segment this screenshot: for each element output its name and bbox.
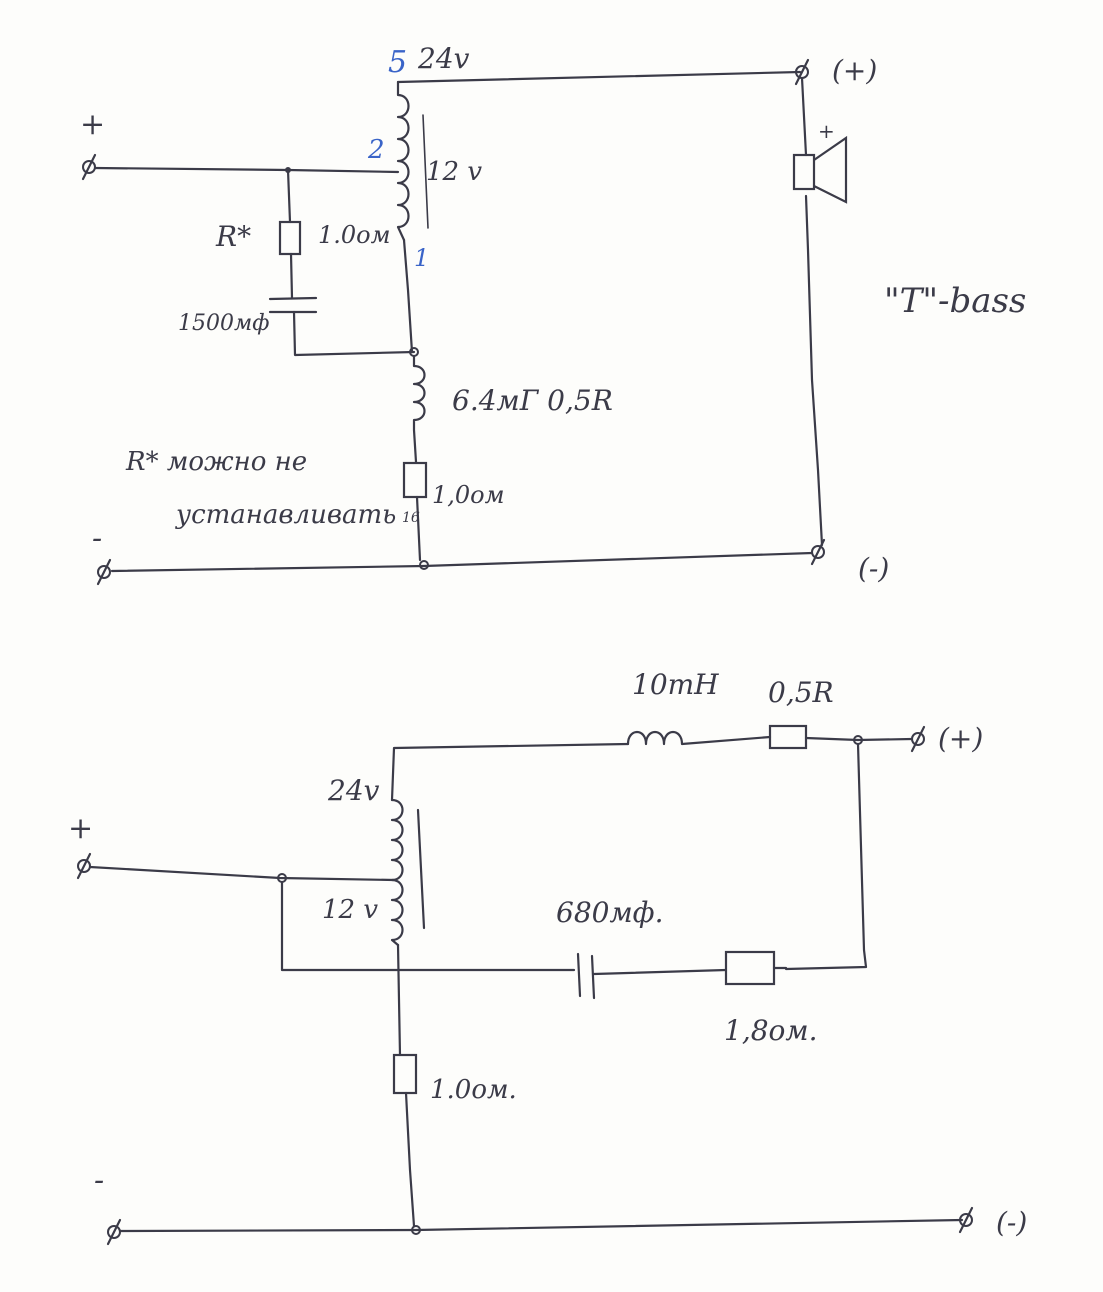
wire-res-to-ground — [415, 495, 422, 562]
wire-input-plus — [93, 166, 400, 174]
inductor-6-4mh — [412, 354, 426, 464]
resistor-1-0-label-2: 1.0ом. — [430, 1075, 517, 1105]
wire-branch-loop — [280, 880, 576, 972]
capacitor-1500-label: 1500мф — [178, 311, 269, 336]
resistor-subscript: 16 — [402, 510, 420, 526]
wire-rstar-top — [286, 168, 292, 224]
output-plus-label: (+) — [832, 54, 877, 87]
terminal-slash — [958, 1206, 974, 1234]
input-minus-sign-2: - — [94, 1163, 104, 1198]
wire-right-to-speaker — [800, 76, 808, 157]
terminal-slash — [810, 538, 826, 566]
capacitor-680-label: 680мф. — [556, 896, 663, 929]
tap-label-1: 1 — [414, 244, 429, 272]
wire-cap-to-res — [592, 968, 728, 976]
terminal-slash — [910, 725, 926, 753]
resistor-1-8-label: 1,8ом. — [724, 1014, 818, 1047]
resistor-rstar — [278, 220, 302, 256]
input-plus-sign: + — [80, 107, 105, 142]
speaker-cone — [813, 135, 848, 204]
resistor-1-0-label: 1,0ом — [432, 481, 505, 509]
inductor-6-4mh-label: 6.4мГ 0,5R — [452, 384, 613, 417]
inductor-10mh-label: 10mH — [632, 668, 719, 701]
transformer-core-2 — [416, 808, 426, 930]
terminal-slash — [96, 558, 112, 586]
resistor-1-8-ohm — [724, 950, 776, 986]
wire-speaker-to-minus — [804, 194, 824, 547]
input-minus-terminal — [97, 565, 111, 579]
resistor-1-0-ohm-bottom — [392, 1053, 418, 1095]
diagram-2: 10mH 0,5R (+) 24v + 12 v 680мф. 1,8ом. 1… — [68, 668, 1027, 1246]
wire-top-left — [390, 742, 630, 802]
wire-top-24v — [396, 70, 802, 84]
wire-center-down — [396, 943, 402, 1057]
terminal-slash — [106, 1218, 122, 1246]
rstar-label: R* — [215, 220, 251, 253]
tap-label-2: 2 — [367, 135, 385, 165]
voltage-12v-label: 12 v — [426, 157, 482, 187]
inductor-10mh — [626, 730, 772, 746]
output-plus-terminal-2 — [911, 732, 925, 746]
input-minus-terminal-2 — [107, 1225, 121, 1239]
capacitor-plate-right — [590, 954, 596, 1000]
resistor-0-5r — [768, 724, 808, 750]
diagram-title: "T"-bass — [884, 281, 1026, 321]
speaker-magnet — [792, 153, 816, 191]
note-line-2: устанавливать — [175, 500, 396, 530]
output-minus-label-2: (-) — [996, 1206, 1027, 1239]
wire-input-plus-2 — [88, 865, 396, 882]
wire-res-to-ground-2 — [404, 1091, 416, 1228]
transformer-coil-upper — [396, 80, 410, 242]
transformer-core — [422, 114, 429, 229]
input-minus-sign: - — [92, 521, 102, 556]
wire-to-out-plus — [804, 736, 914, 742]
terminal-slash — [76, 852, 92, 880]
output-minus-label: (-) — [858, 552, 889, 585]
resistor-1-0-ohm-series — [402, 461, 428, 499]
speaker-plus-label: + — [818, 119, 835, 143]
capacitor-plate-left — [576, 952, 582, 998]
ground-wire-2 — [118, 1218, 964, 1233]
resistor-0-5r-label: 0,5R — [768, 676, 834, 709]
input-plus-sign-2: + — [68, 811, 93, 846]
wire-right-down — [784, 742, 868, 971]
wire-rstar-to-cap — [289, 252, 294, 300]
ground-wire — [110, 551, 814, 573]
voltage-12v-label-2: 12 v — [322, 895, 378, 925]
note-line-1: R* можно не — [125, 447, 307, 477]
voltage-24v-label: 24v — [417, 42, 470, 75]
wire-tap1-down — [402, 238, 414, 354]
rstar-value-label: 1.0ом — [318, 221, 391, 249]
terminal-slash — [794, 58, 810, 86]
terminal-slash — [81, 153, 97, 181]
transformer-coil-2 — [390, 798, 404, 947]
diagram-1-t-bass: 5 24v (+) + + 2 12 v R* 1.0ом 1 1500мф "… — [80, 42, 1026, 586]
output-minus-terminal-2 — [959, 1213, 973, 1227]
voltage-24v-label-2: 24v — [327, 774, 380, 807]
wire-cap-to-node — [292, 310, 416, 357]
output-plus-label-2: (+) — [938, 722, 983, 755]
capacitor-plate-top — [268, 296, 318, 301]
tap-label-5: 5 — [388, 45, 407, 80]
